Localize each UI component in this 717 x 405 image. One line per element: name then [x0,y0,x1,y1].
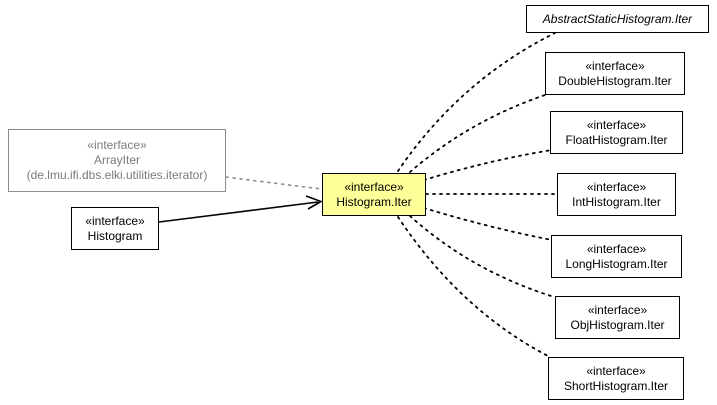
node-obj-name: ObjHistogram.Iter [570,317,665,332]
node-obj-stereotype: «interface» [587,302,648,317]
edge-center-to-obj [409,215,552,297]
edge-arrayiter-to-center [225,176,323,190]
node-center-stereotype: «interface» [344,179,404,194]
edge-center-to-long [423,207,553,241]
node-histogram[interactable]: «interface» Histogram [71,207,159,250]
node-obj-iter[interactable]: «interface» ObjHistogram.Iter [555,296,680,339]
node-abstractstatic-iter[interactable]: AbstractStaticHistogram.Iter [526,5,709,33]
node-short-iter[interactable]: «interface» ShortHistogram.Iter [548,357,684,400]
edge-histogram-to-center [158,201,319,223]
node-histogram-name: Histogram [87,228,143,243]
arrowhead-histogram-edge [305,195,323,210]
node-float-stereotype: «interface» [586,117,647,132]
node-long-iter[interactable]: «interface» LongHistogram.Iter [551,235,682,278]
edge-center-to-float [423,149,553,181]
node-int-name: IntHistogram.Iter [572,194,661,209]
node-center-name: Histogram.Iter [336,194,412,209]
node-double-iter[interactable]: «interface» DoubleHistogram.Iter [545,52,685,95]
node-float-name: FloatHistogram.Iter [565,132,668,147]
node-short-name: ShortHistogram.Iter [563,378,669,393]
node-int-iter[interactable]: «interface» IntHistogram.Iter [557,173,676,216]
node-arrayiter-package: (de.lmu.ifi.dbs.elki.utilities.iterator) [26,168,208,182]
node-float-iter[interactable]: «interface» FloatHistogram.Iter [550,111,683,154]
edge-center-to-short [397,216,549,357]
node-long-name: LongHistogram.Iter [565,256,668,271]
edge-center-to-double [409,93,549,173]
node-abstractstatic-name: AbstractStaticHistogram.Iter [542,11,693,26]
node-arrayiter-name: ArrayIter [93,153,140,167]
node-arrayiter[interactable]: «interface» ArrayIter (de.lmu.ifi.dbs.el… [8,129,226,192]
node-double-stereotype: «interface» [585,58,645,73]
node-double-name: DoubleHistogram.Iter [558,73,672,88]
edge-center-to-abstractstatic [397,32,556,172]
node-arrayiter-stereotype: «interface» [87,138,147,152]
node-short-stereotype: «interface» [586,363,646,378]
node-long-stereotype: «interface» [586,241,647,256]
node-int-stereotype: «interface» [586,179,647,194]
node-histogram-iter[interactable]: «interface» Histogram.Iter [322,173,426,216]
node-histogram-stereotype: «interface» [85,213,145,228]
